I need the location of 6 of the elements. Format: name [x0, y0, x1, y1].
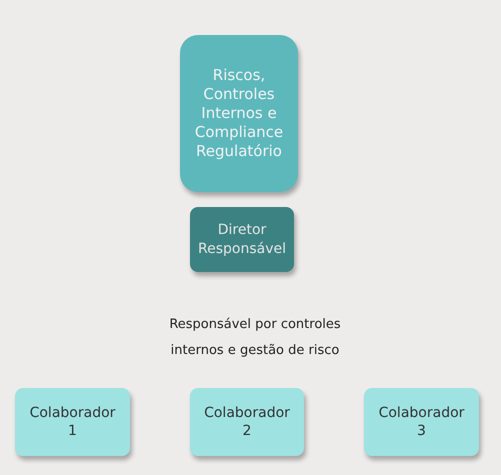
role-box: Diretor Responsável — [190, 207, 294, 272]
employee-box: Colaborador 3 — [364, 388, 479, 456]
employee-box: Colaborador 2 — [190, 388, 304, 456]
description-text: Responsável por controles internos e gestão de risco — [168, 316, 342, 360]
employee-box: Colaborador 1 — [15, 388, 130, 456]
department-box: Riscos, Controles Internos e Compliance Regulatório — [180, 35, 298, 192]
